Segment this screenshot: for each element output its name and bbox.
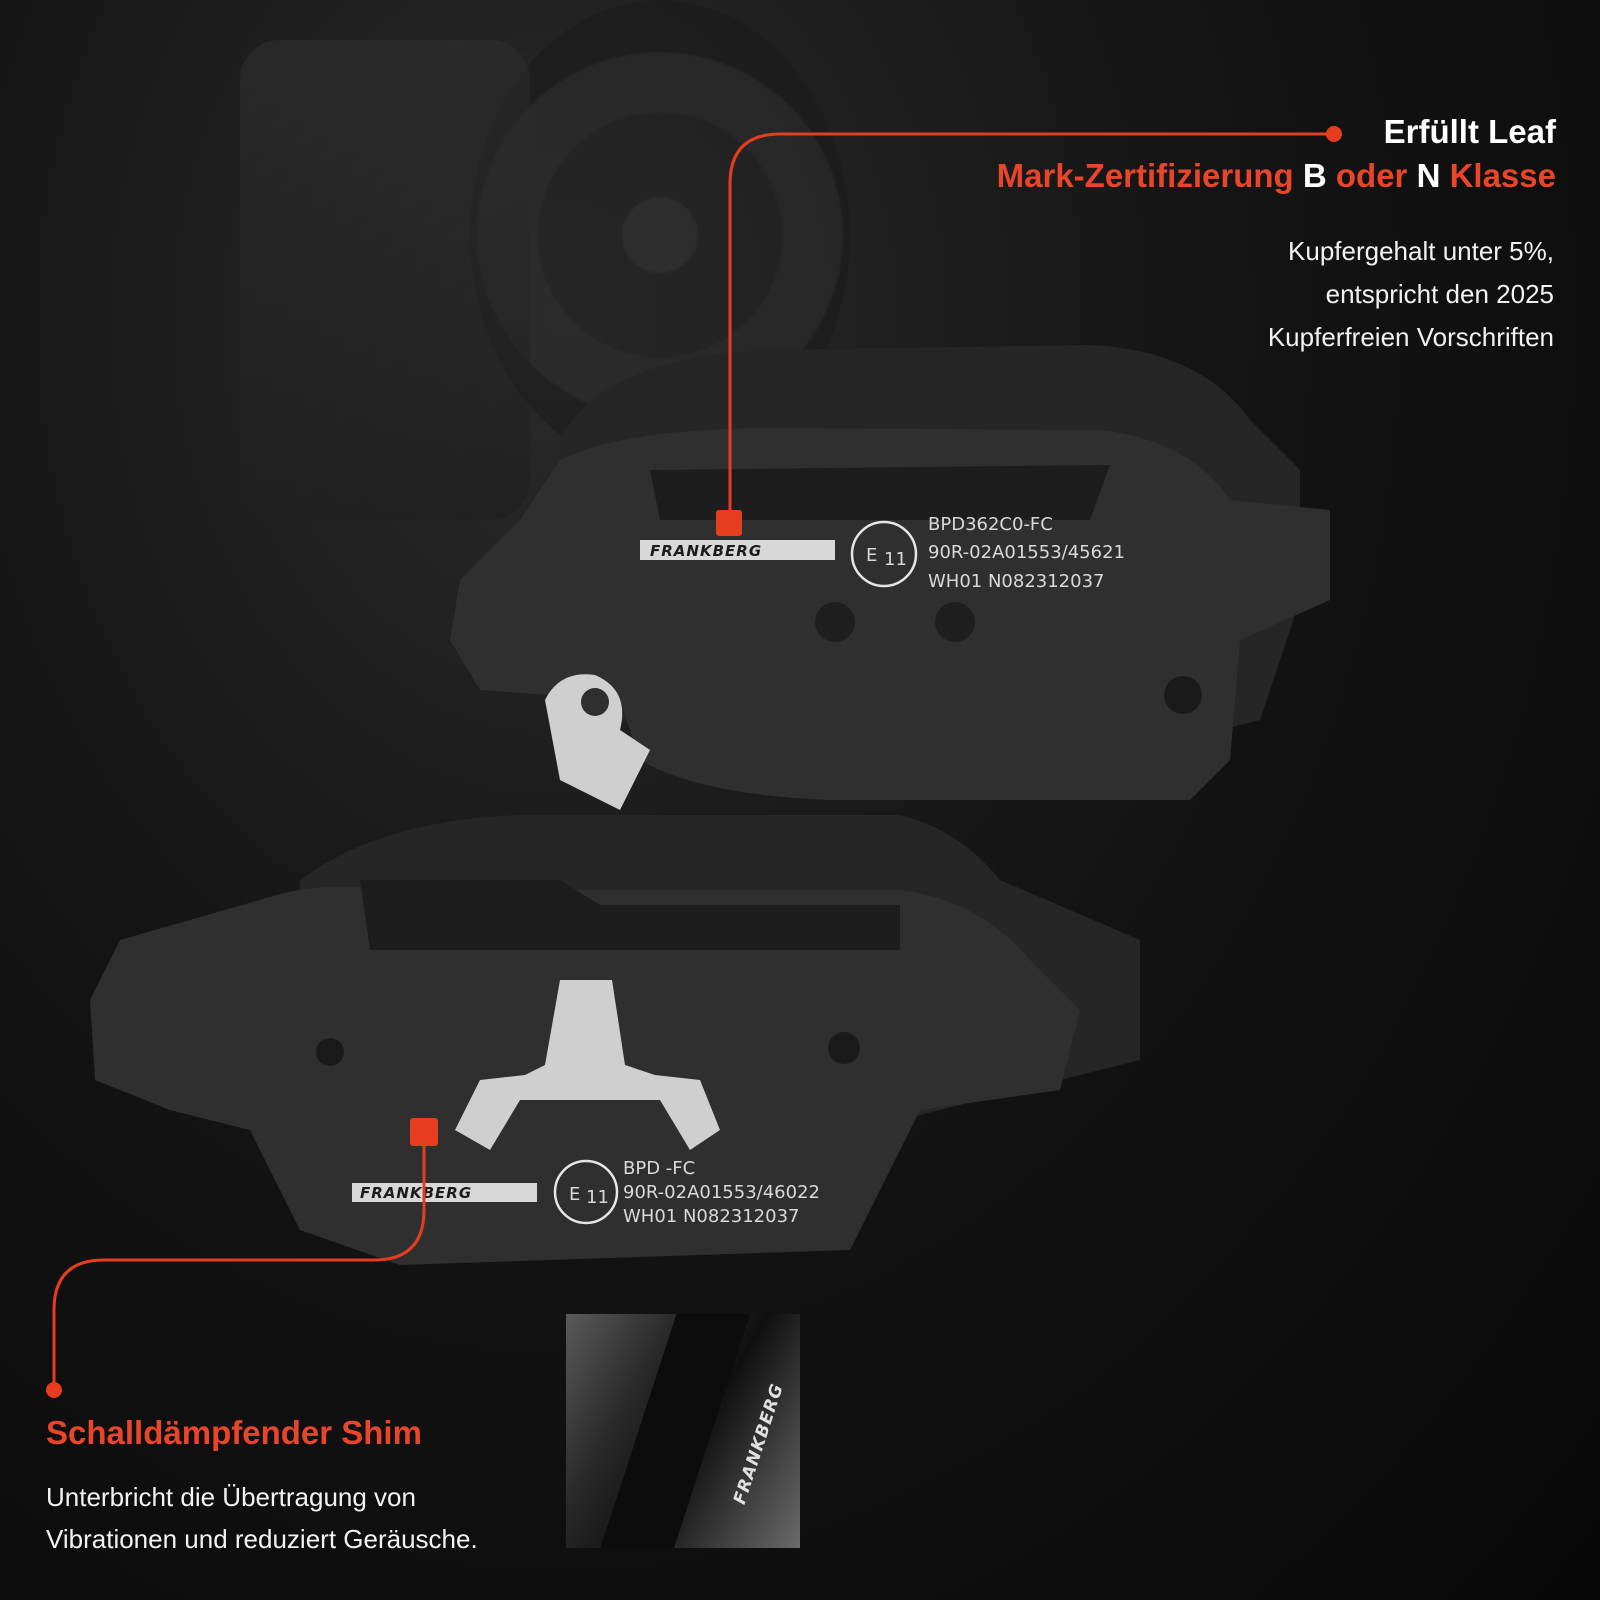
cert-description-line: entspricht den 2025 <box>1325 279 1554 309</box>
shim-callout-line <box>52 1135 426 1390</box>
shim-callout-marker <box>410 1118 438 1146</box>
front-pad-e-mark-circle <box>553 1159 619 1225</box>
wear-indicator-clip-hole <box>581 688 609 716</box>
rear-pad-e-mark-circle <box>850 520 918 588</box>
shim-callout-dot <box>46 1382 62 1398</box>
cert-callout-line <box>728 132 1334 520</box>
front-pad-code-3: WH01 N082312037 <box>623 1206 800 1227</box>
cert-callout-marker <box>716 510 742 536</box>
shim-description-line: Unterbricht die Übertragung von <box>46 1482 416 1512</box>
rear-pad-code-1: BPD362C0-FC <box>928 514 1053 535</box>
cert-description: Kupfergehalt unter 5%, entspricht den 20… <box>1268 230 1554 359</box>
shim-description: Unterbricht die Übertragung von Vibratio… <box>46 1476 566 1560</box>
cert-description-line: Kupfergehalt unter 5%, <box>1288 236 1554 266</box>
rear-pad-brand-plate <box>640 540 835 560</box>
front-pad-code-2: 90R-02A01553/46022 <box>623 1182 820 1203</box>
cert-heading-part-d: N <box>1416 157 1441 194</box>
front-pad-e-mark: E <box>569 1184 580 1205</box>
cert-heading-line2: Mark-Zertifizierung B oder N Klasse <box>997 154 1556 198</box>
cert-heading-line1: Erfüllt Leaf <box>1383 113 1556 150</box>
cert-heading: Erfüllt Leaf Mark-Zertifizierung B oder … <box>997 110 1556 198</box>
shim-description-line: Vibrationen und reduziert Geräusche. <box>46 1524 478 1554</box>
front-pad-friction-top <box>360 880 900 950</box>
front-pad-e-mark-sub: 11 <box>586 1187 609 1208</box>
rear-pad-friction-top <box>650 465 1110 520</box>
rear-pad-code-3: WH01 N082312037 <box>928 571 1105 592</box>
cert-callout-dot <box>1326 126 1342 142</box>
front-pad-brand: FRANKBERG <box>360 1184 472 1202</box>
shim-detail-strip <box>588 1314 754 1548</box>
front-pad-brand-plate <box>352 1183 537 1202</box>
front-pad-rivet-right <box>828 1032 860 1064</box>
rear-pad-e-mark: E <box>866 545 877 566</box>
cert-heading-part-e: Klasse <box>1449 157 1556 194</box>
rear-pad-e-mark-sub: 11 <box>884 549 907 570</box>
rear-pad-hole-left <box>815 602 855 642</box>
shim-detail-photo: FRANKBERG <box>566 1314 800 1548</box>
rear-pad-front <box>450 428 1330 800</box>
cert-description-line: Kupferfreien Vorschriften <box>1267 322 1554 352</box>
brake-caliper-background <box>240 40 530 520</box>
front-pad-code-1: BPD -FC <box>623 1158 695 1179</box>
shim-spring-clip <box>455 980 720 1150</box>
cert-heading-part-a: Mark-Zertifizierung <box>996 157 1294 194</box>
rear-pad-code-2: 90R-02A01553/45621 <box>928 542 1125 563</box>
shim-detail-brand: FRANKBERG <box>729 1381 788 1507</box>
rear-pad-brand: FRANKBERG <box>650 542 762 560</box>
rear-pad-hole-right <box>935 602 975 642</box>
rear-pad-rivet <box>1164 676 1202 714</box>
cert-heading-part-b: B <box>1302 157 1327 194</box>
shim-heading: Schalldämpfender Shim <box>46 1414 422 1451</box>
wear-indicator-clip <box>545 674 650 810</box>
cert-heading-part-c: oder <box>1335 157 1408 194</box>
front-pad-rivet-left <box>316 1038 344 1066</box>
